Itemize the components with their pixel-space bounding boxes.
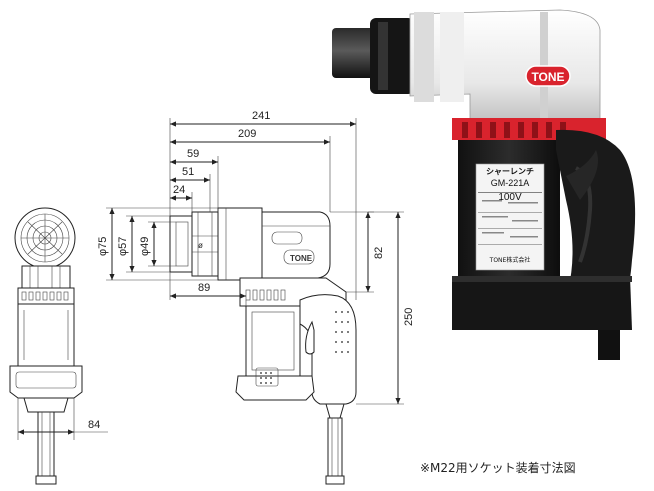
dimension-dia57-line xyxy=(126,215,170,273)
front-view-drawing xyxy=(9,207,83,485)
dimension-dia49-label: φ49 xyxy=(139,237,151,256)
nameplate-voltage: 100V xyxy=(498,192,522,203)
dimension-250-line xyxy=(356,211,404,405)
dimension-dia75-line xyxy=(106,207,218,281)
dimension-241-label: 241 xyxy=(252,110,270,122)
dimension-209-label: 209 xyxy=(238,128,256,140)
dimension-51-line xyxy=(170,174,211,212)
dimension-89-label: 89 xyxy=(198,282,210,294)
tone-logo-text: TONE xyxy=(531,70,564,84)
product-photo xyxy=(332,9,636,360)
dimension-82-label: 82 xyxy=(373,247,385,259)
dimension-59-label: 59 xyxy=(187,148,199,160)
dimension-dia49-line xyxy=(148,221,176,267)
nameplate-title: シャーレンチ xyxy=(486,167,534,176)
nameplate-model: GM-221A xyxy=(491,178,530,188)
dimension-51-label: 51 xyxy=(182,166,194,178)
dimension-84-line xyxy=(17,398,108,440)
figure-caption: ※M22用ソケット装着寸法図 xyxy=(420,460,576,475)
dimension-dia57-label: φ57 xyxy=(117,237,129,256)
dimension-24-line xyxy=(170,192,193,212)
dimension-209-line xyxy=(170,136,331,212)
dimension-24-label: 24 xyxy=(173,184,185,196)
dimension-dia75-label: φ75 xyxy=(97,237,109,256)
dimension-250-label: 250 xyxy=(403,308,415,326)
nameplate-maker: TONE株式会社 xyxy=(489,256,531,264)
dimension-84-label: 84 xyxy=(88,419,100,431)
side-view-drawing: ø TONE xyxy=(169,207,357,485)
tone-logo xyxy=(525,65,571,87)
svg-text:ø: ø xyxy=(198,241,203,250)
dimension-82-line xyxy=(330,211,374,293)
dimension-89-line xyxy=(169,272,247,306)
dimension-59-line xyxy=(170,156,219,212)
svg-text:TONE: TONE xyxy=(290,254,313,263)
